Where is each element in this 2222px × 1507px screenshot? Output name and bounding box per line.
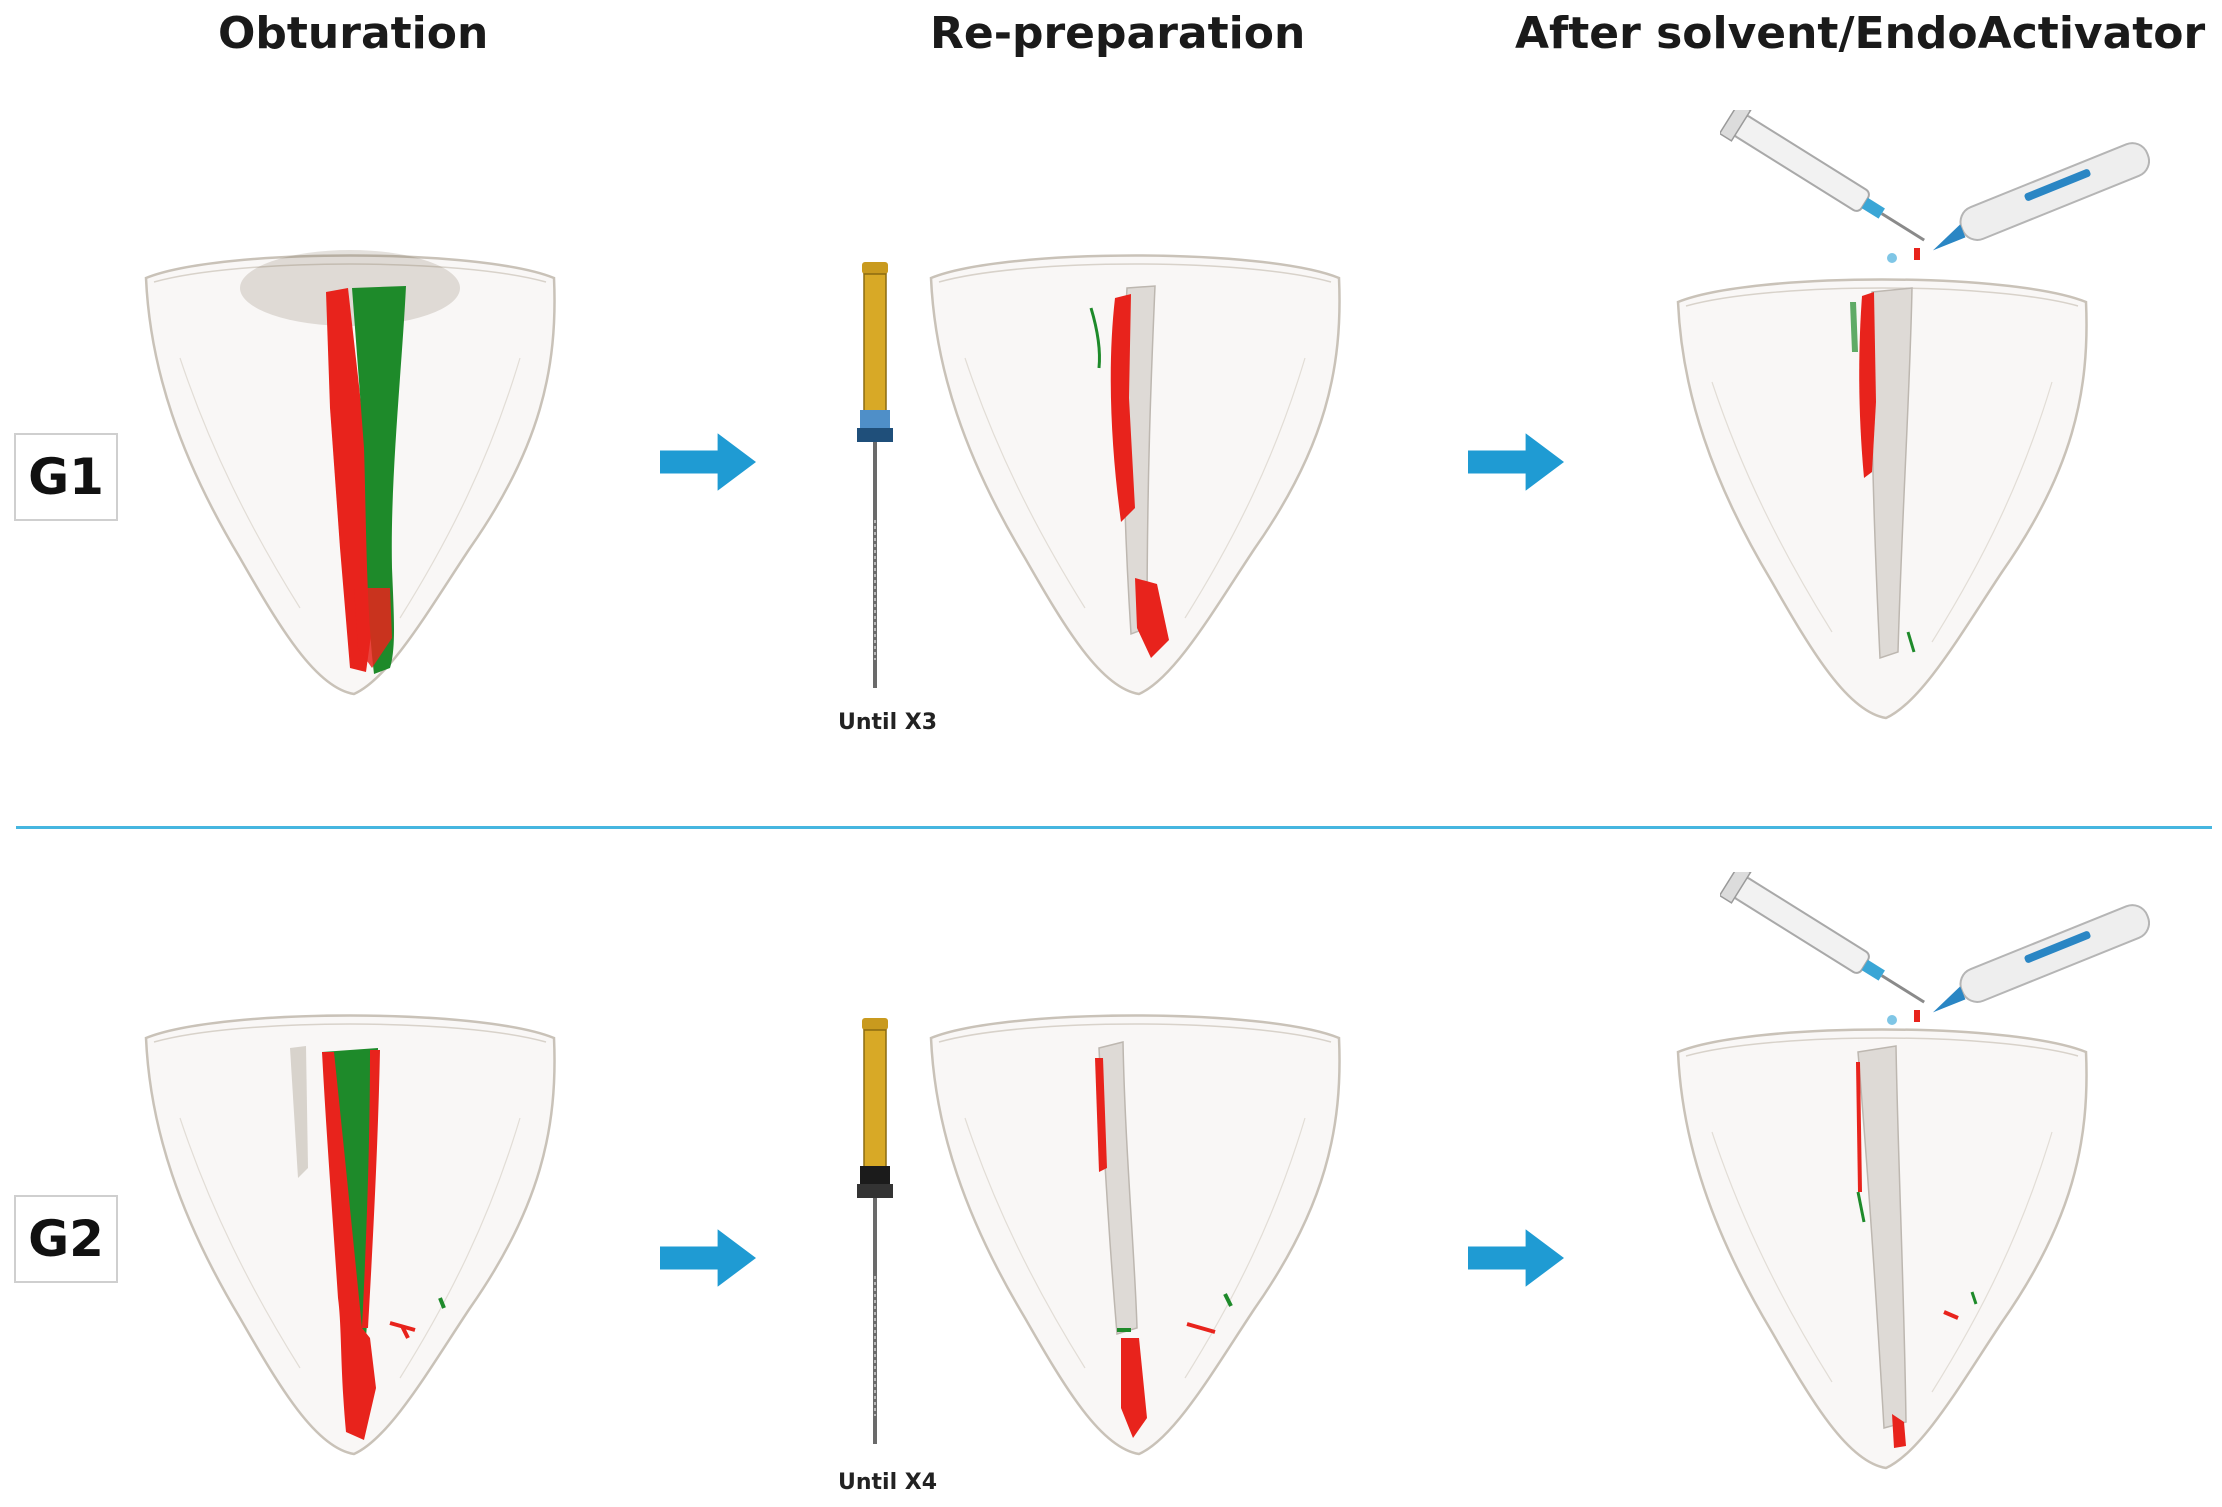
column-header-re-preparation: Re-preparation <box>930 8 1306 59</box>
file-label-g1: Until X3 <box>838 710 938 735</box>
column-header-after-solvent: After solvent/EndoActivator <box>1515 8 2206 59</box>
syringe-endoactivator-icon <box>1720 110 2150 263</box>
arrow-right-icon <box>1468 432 1564 492</box>
tooth-g1-re-preparation <box>925 248 1345 698</box>
endodontic-file-icon <box>857 262 893 688</box>
tooth-g1-after-solvent <box>1672 272 2092 722</box>
syringe-endoactivator-icon <box>1720 872 2150 1025</box>
file-label-g2: Until X4 <box>838 1470 938 1495</box>
group-label-g1: G1 <box>14 433 118 521</box>
tooth-g2-obturation <box>140 1008 560 1458</box>
arrow-right-icon <box>1468 1228 1564 1288</box>
column-header-obturation: Obturation <box>218 8 489 59</box>
arrow-right-icon <box>660 1228 756 1288</box>
endodontic-file-icon <box>857 1018 893 1444</box>
group-label-g2: G2 <box>14 1195 118 1283</box>
group-divider <box>16 826 2212 829</box>
tooth-g2-after-solvent <box>1672 1022 2092 1472</box>
tooth-g2-re-preparation <box>925 1008 1345 1458</box>
tooth-g1-obturation <box>140 250 560 698</box>
arrow-right-icon <box>660 432 756 492</box>
